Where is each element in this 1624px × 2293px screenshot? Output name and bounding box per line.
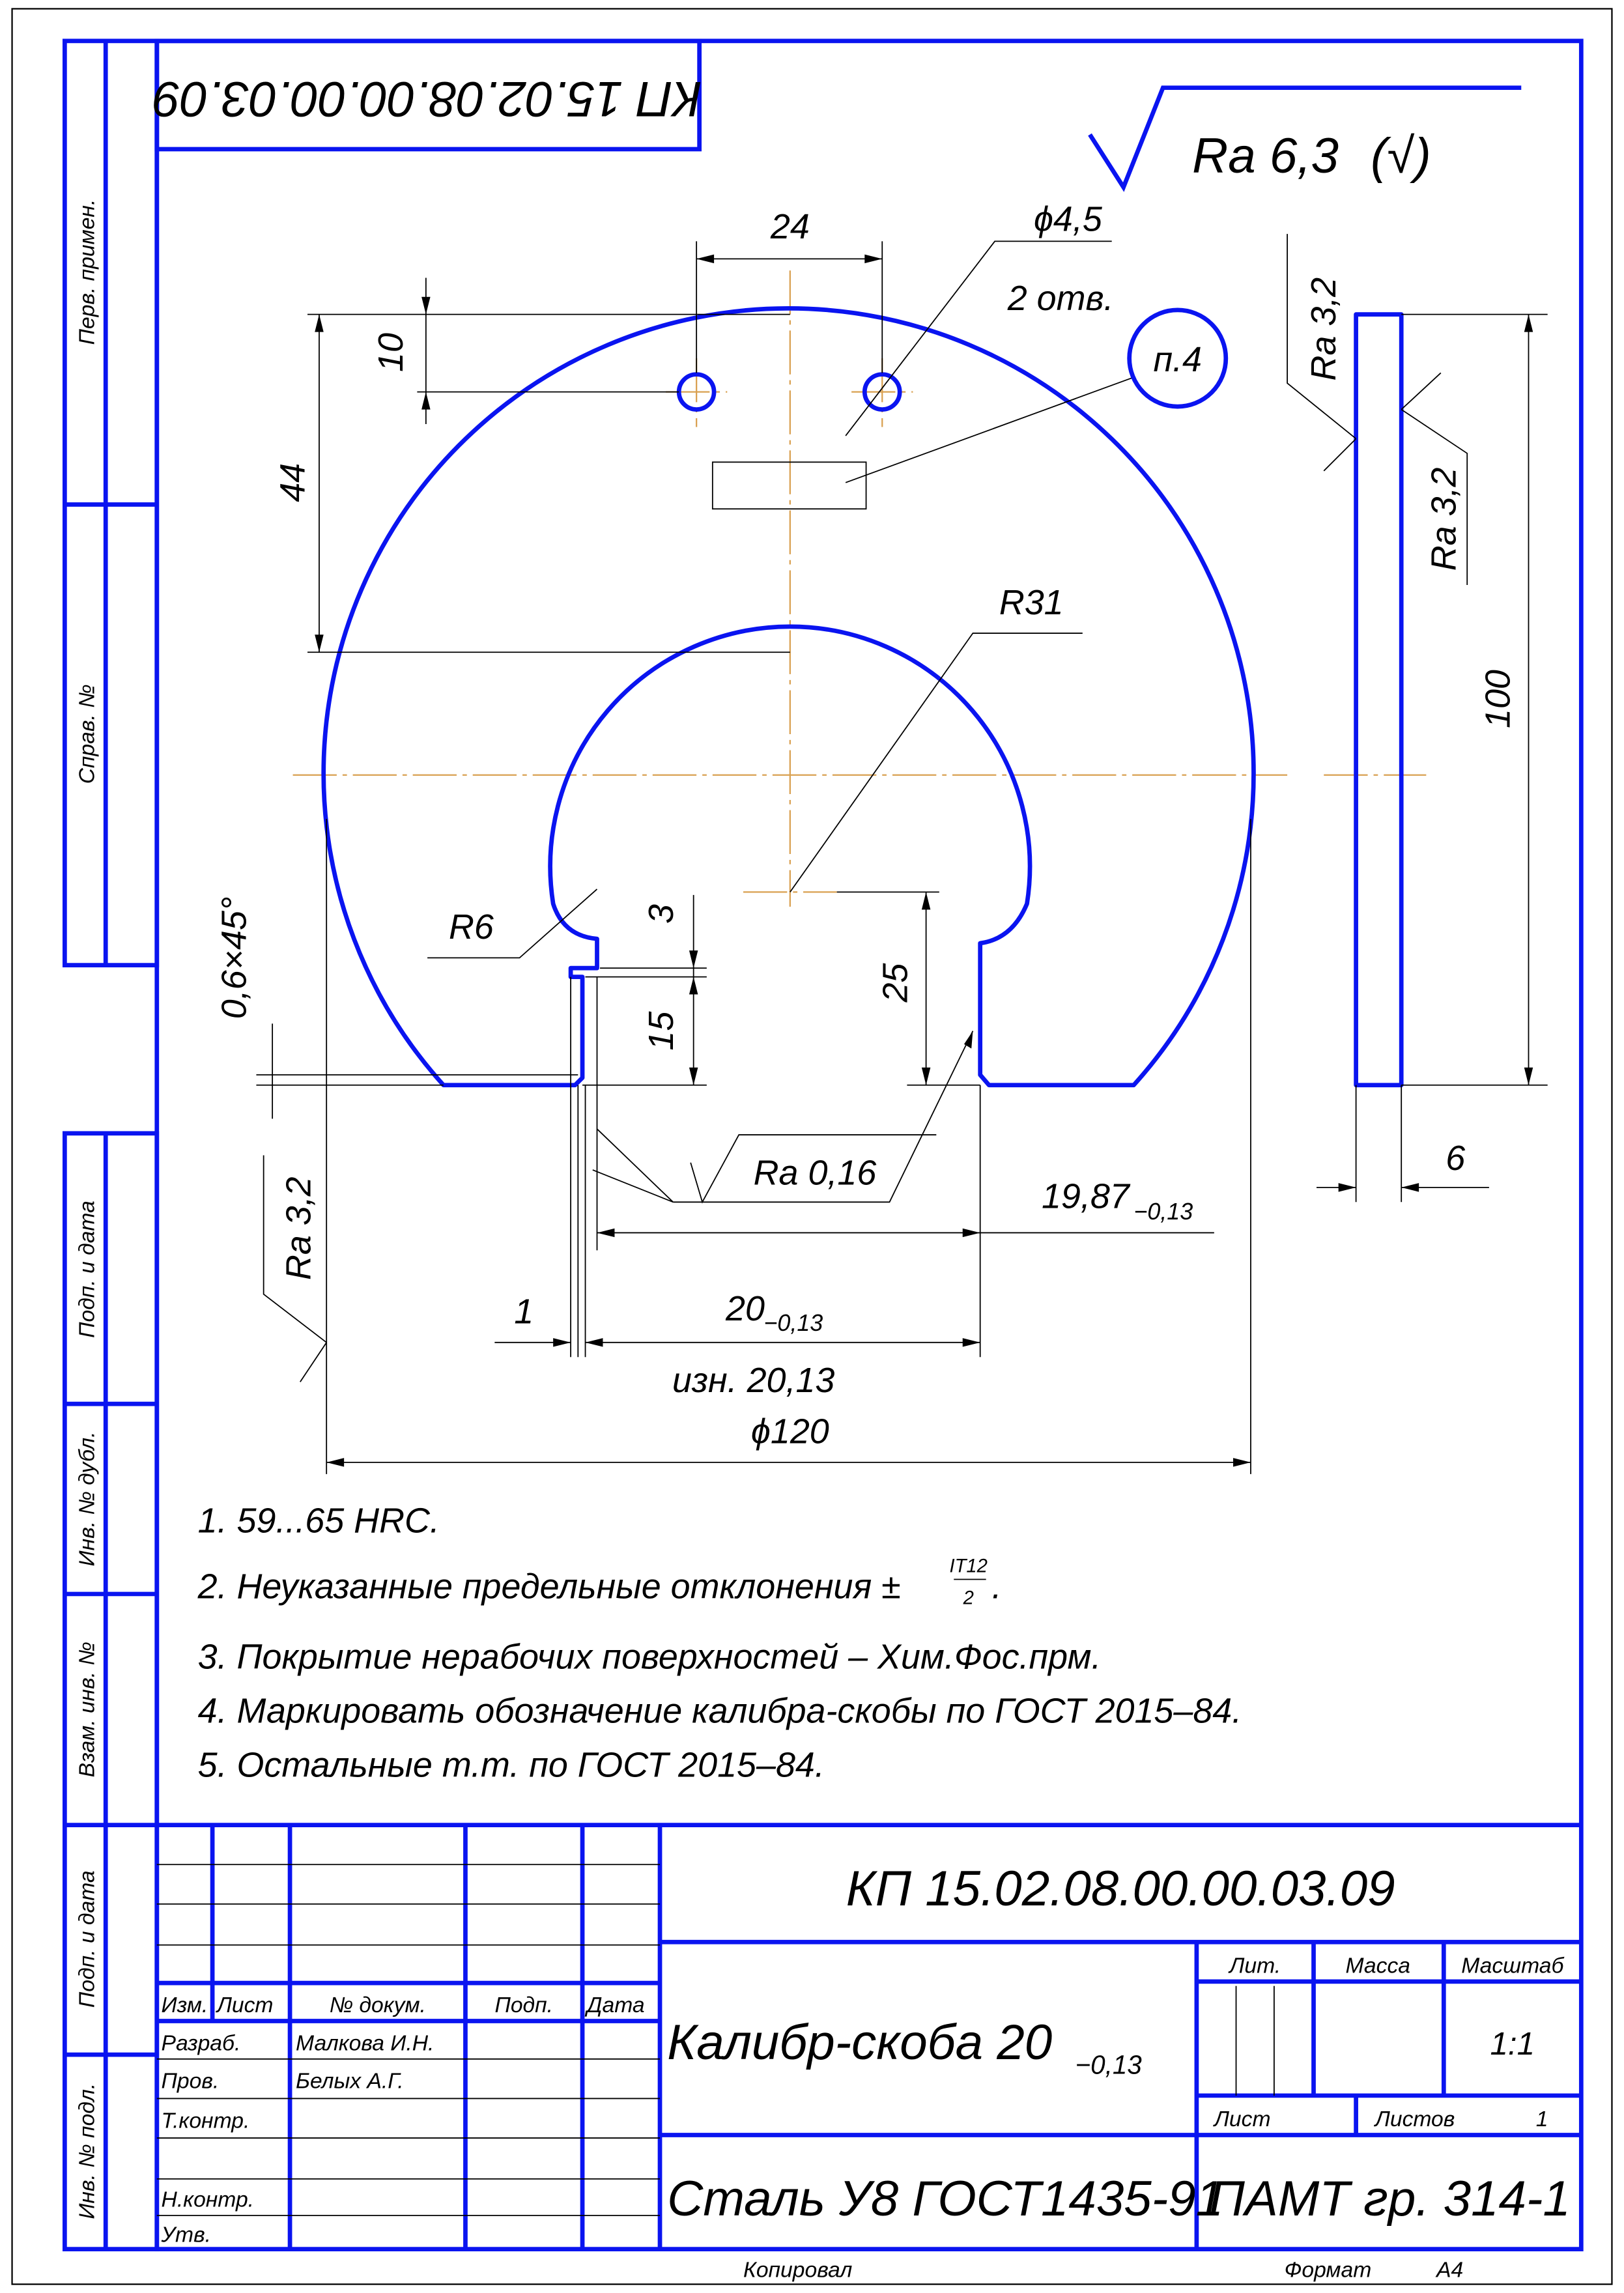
footer-format: A4 <box>1435 2258 1463 2282</box>
svg-text:R6: R6 <box>449 907 494 947</box>
role: Т.контр. <box>162 2109 250 2133</box>
note-1: 1. 59...65 HRC. <box>198 1502 440 1541</box>
svg-text:24: 24 <box>770 207 810 246</box>
svg-text:ϕ120: ϕ120 <box>751 1412 829 1451</box>
svg-text:Масса: Масса <box>1346 1954 1411 1978</box>
roughness-general-value: Ra 6,3 <box>1192 128 1339 184</box>
balloon-circle <box>1127 307 1229 409</box>
svg-text:.: . <box>992 1567 1002 1606</box>
developer-name: Малкова И.Н. <box>296 2031 434 2055</box>
svg-text:Листов: Листов <box>1374 2107 1455 2131</box>
svg-text:2 отв.: 2 отв. <box>1007 279 1114 318</box>
technical-notes: 1. 59...65 HRC. 2. Неуказанные предельны… <box>197 1502 1242 1785</box>
role: Утв. <box>161 2223 211 2247</box>
svg-text:Ra 0,16: Ra 0,16 <box>754 1153 877 1192</box>
svg-text:100: 100 <box>1478 670 1517 728</box>
marking-area <box>711 461 867 510</box>
svg-text:R31: R31 <box>999 583 1064 622</box>
roughness-general-suffix: (√) <box>1371 128 1431 184</box>
strip-label: Подп. и дата <box>75 1870 99 2008</box>
role: Н.контр. <box>162 2188 255 2212</box>
roughness-symbol-general <box>1088 85 1522 192</box>
strip-label: Взам. инв. № <box>75 1642 99 1777</box>
header-date: Дата <box>584 1993 645 2017</box>
tb-name: Калибр-скоба 20 <box>667 2015 1052 2070</box>
centerlines <box>292 270 1427 907</box>
header-izm: Изм. <box>162 1993 208 2017</box>
svg-text:Ra 3,2: Ra 3,2 <box>1424 468 1463 571</box>
svg-text:20: 20 <box>725 1289 765 1328</box>
note-5: 5. Остальные т.т. по ГОСТ 2015–84. <box>198 1746 825 1785</box>
svg-text:Лист: Лист <box>1213 2107 1271 2131</box>
checker-name: Белых А.Г. <box>296 2070 404 2094</box>
stamp-designation: КП 15.02.08.00.00.03.09 <box>153 71 702 126</box>
svg-text:15: 15 <box>642 1011 681 1051</box>
svg-text:Ra 3,2: Ra 3,2 <box>1304 278 1343 381</box>
stamp-box <box>154 38 702 152</box>
tb-sheets-count: 1 <box>1536 2107 1548 2131</box>
tb-name-tol: −0,13 <box>1076 2049 1143 2079</box>
role: Разраб. <box>162 2031 241 2055</box>
svg-text:1: 1 <box>514 1292 534 1332</box>
header-list: Лист <box>216 1993 274 2017</box>
footer-format-label: Формат <box>1285 2258 1372 2282</box>
svg-text:−0,13: −0,13 <box>1133 1198 1193 1225</box>
left-strip <box>62 38 160 2252</box>
svg-text:25: 25 <box>876 963 915 1003</box>
dimension-arrows <box>315 254 1533 1467</box>
tb-scale: 1:1 <box>1490 2026 1535 2062</box>
hole-right <box>862 372 902 412</box>
note-2-fraction-den: 2 <box>963 1588 974 1609</box>
svg-text:Ra 3,2: Ra 3,2 <box>279 1176 319 1280</box>
note-3: 3. Покрытие нерабочих поверхностей – Хим… <box>198 1637 1102 1676</box>
part-outline <box>321 306 1256 1088</box>
svg-text:Лит.: Лит. <box>1228 1954 1281 1978</box>
svg-text:Масштаб: Масштаб <box>1461 1954 1564 1978</box>
tb-designation: КП 15.02.08.00.00.03.09 <box>846 1861 1395 1916</box>
strip-label: Подп. и дата <box>75 1201 99 1338</box>
svg-text:−0,13: −0,13 <box>763 1309 823 1336</box>
svg-text:10: 10 <box>371 333 410 372</box>
svg-text:44: 44 <box>274 463 313 502</box>
footer-copied: Копировал <box>743 2258 852 2282</box>
note-2-fraction-num: IT12 <box>950 1556 988 1576</box>
dimension-texts: 24 ϕ4,5 2 отв. п.4 10 44 R31 R6 3 15 25 … <box>215 200 1518 1451</box>
tb-organization: ПАМТ гр. 314-1 <box>1209 2171 1571 2227</box>
note-4: 4. Маркировать обозначение калибра-скобы… <box>198 1691 1242 1730</box>
title-block: Изм. Лист № докум. Подп. Дата Разраб. Пр… <box>156 1823 1582 2249</box>
strip-label: Перв. примен. <box>75 199 99 345</box>
note-2: 2. Неуказанные предельные отклонения ± <box>197 1567 901 1606</box>
tb-material: Сталь У8 ГОСТ1435-91 <box>667 2171 1223 2227</box>
header-podp: Подп. <box>494 1993 553 2017</box>
svg-text:6: 6 <box>1446 1139 1465 1178</box>
svg-text:19,87: 19,87 <box>1042 1176 1131 1216</box>
role: Пров. <box>162 2070 220 2094</box>
side-view <box>1354 312 1404 1088</box>
svg-text:ϕ4,5: ϕ4,5 <box>1034 200 1103 239</box>
left-strip-labels: Перв. примен. Справ. № Подп. и дата Инв.… <box>75 199 99 2219</box>
strip-label: Справ. № <box>75 684 99 784</box>
svg-text:п.4: п.4 <box>1153 340 1202 379</box>
svg-text:изн. 20,13: изн. 20,13 <box>672 1361 834 1400</box>
strip-label: Инв. № дубл. <box>75 1432 99 1567</box>
svg-text:3: 3 <box>642 904 681 924</box>
header-doc: № докум. <box>330 1993 426 2017</box>
main-frame <box>154 38 1584 2252</box>
strip-label: Инв. № подл. <box>75 2083 99 2219</box>
trim-border <box>11 8 1613 2285</box>
svg-text:0,6×45°: 0,6×45° <box>215 897 254 1019</box>
